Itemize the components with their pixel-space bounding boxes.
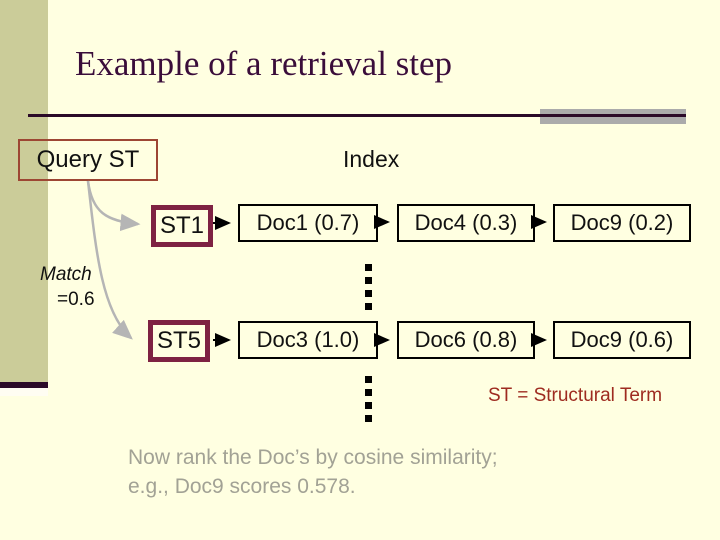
- dot-icon: [365, 303, 372, 310]
- doc-node: Doc9 (0.6): [553, 321, 691, 359]
- st-definition-note: ST = Structural Term: [488, 385, 663, 406]
- query-st-box: Query ST: [18, 139, 158, 181]
- st5-label: ST5: [156, 327, 201, 354]
- dot-icon: [365, 264, 372, 271]
- doc-node: Doc1 (0.7): [238, 204, 378, 242]
- title-rule: [28, 114, 686, 117]
- sidebar-light-strip: [0, 388, 48, 396]
- st5-box: ST5: [148, 320, 210, 362]
- slide-title: Example of a retrieval step: [75, 44, 453, 83]
- match-value: =0.6: [57, 289, 95, 310]
- doc-node: Doc4 (0.3): [397, 204, 535, 242]
- footer-note-line1: Now rank the Doc’s by cosine similarity;: [128, 446, 498, 469]
- match-label: Match: [40, 264, 92, 285]
- sidebar-underline: [0, 382, 48, 388]
- doc-node: Doc6 (0.8): [397, 321, 535, 359]
- index-heading: Index: [343, 146, 400, 172]
- footer-note-line2: e.g., Doc9 scores 0.578.: [128, 475, 356, 498]
- query-st-label: Query ST: [36, 146, 140, 173]
- dot-icon: [365, 389, 372, 396]
- dot-icon: [365, 402, 372, 409]
- ellipsis-dots-row2: [365, 376, 373, 422]
- dot-icon: [365, 376, 372, 383]
- query-to-st1-arrow: [86, 180, 141, 232]
- doc-node: Doc9 (0.2): [553, 204, 691, 242]
- query-to-st5-arrow: [86, 180, 133, 340]
- ellipsis-dots-row1: [365, 264, 373, 310]
- dot-icon: [365, 277, 372, 284]
- dot-icon: [365, 415, 372, 422]
- sidebar-accent-bar: [0, 0, 48, 382]
- doc-node: Doc3 (1.0): [238, 321, 378, 359]
- st1-label: ST1: [159, 212, 204, 239]
- dot-icon: [365, 290, 372, 297]
- st1-box: ST1: [151, 205, 213, 247]
- footer-note: Now rank the Doc’s by cosine similarity;…: [128, 443, 498, 501]
